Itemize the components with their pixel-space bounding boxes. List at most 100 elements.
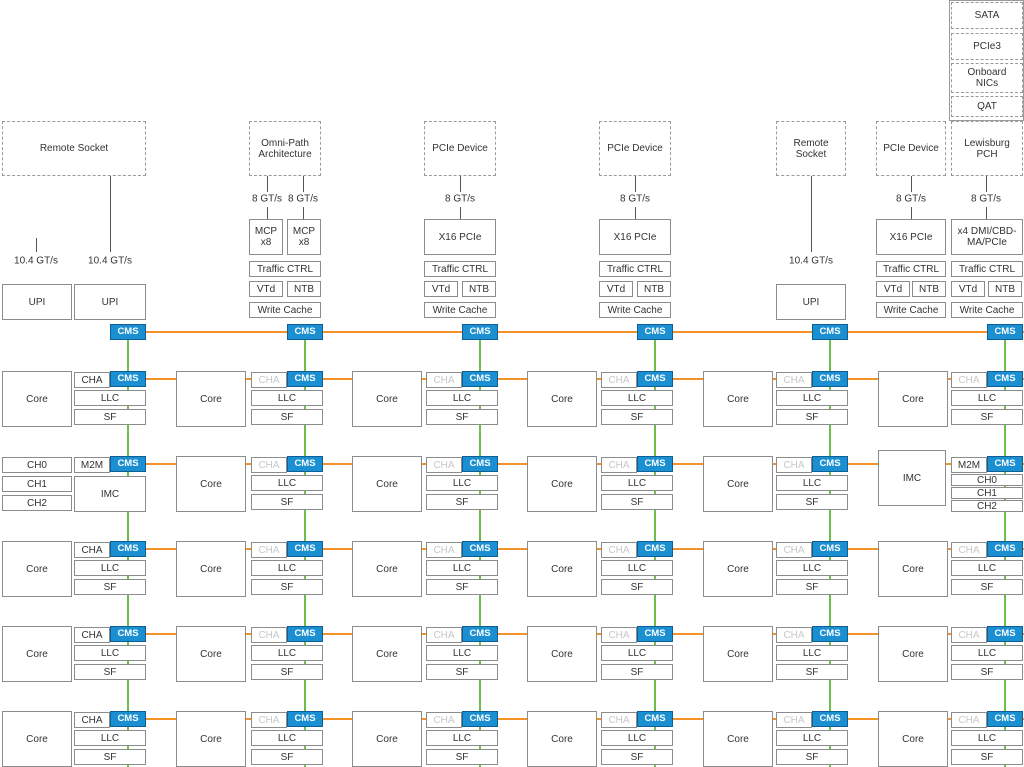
m2m-box: M2M <box>951 457 987 473</box>
core-tile: Core <box>878 711 948 767</box>
connector <box>303 207 304 219</box>
link-rate: 8 GT/s <box>251 193 283 205</box>
traffic-ctrl-box: Traffic CTRL <box>599 261 671 277</box>
mesh-link-top <box>128 331 1024 333</box>
sf-box: SF <box>601 409 673 425</box>
link-rate: 10.4 GT/s <box>789 255 833 267</box>
cms-top-2: CMS <box>287 324 323 340</box>
cms-node: CMS <box>987 541 1023 557</box>
llc-box: LLC <box>601 475 673 491</box>
core-tile: Core <box>878 371 948 427</box>
cms-node: CMS <box>110 541 146 557</box>
core-tile: Core <box>703 626 773 682</box>
llc-box: LLC <box>251 560 323 576</box>
imc-box: IMC <box>74 476 146 512</box>
core-tile: Core <box>2 371 72 427</box>
llc-box: LLC <box>601 560 673 576</box>
llc-box: LLC <box>951 390 1023 406</box>
connector <box>911 207 912 219</box>
cms-node: CMS <box>637 711 673 727</box>
lewisburg-pch-box: Lewisburg PCH <box>951 121 1023 176</box>
sf-box: SF <box>951 749 1023 765</box>
sf-box: SF <box>426 579 498 595</box>
sf-box: SF <box>426 749 498 765</box>
cms-node: CMS <box>812 541 848 557</box>
llc-box: LLC <box>426 645 498 661</box>
mcp-box-2: MCP x8 <box>287 219 321 255</box>
llc-box: LLC <box>426 475 498 491</box>
cms-node: CMS <box>987 371 1023 387</box>
cms-node: CMS <box>287 371 323 387</box>
cms-node: CMS <box>812 456 848 472</box>
core-tile: Core <box>176 541 246 597</box>
ntb-box: NTB <box>637 281 671 297</box>
llc-box: LLC <box>426 730 498 746</box>
core-tile: Core <box>176 371 246 427</box>
traffic-ctrl-box: Traffic CTRL <box>876 261 946 277</box>
channel-ch0: CH0 <box>951 474 1023 486</box>
ntb-box: NTB <box>912 281 946 297</box>
cha-box: CHA <box>601 457 637 473</box>
sf-box: SF <box>601 664 673 680</box>
sf-box: SF <box>251 579 323 595</box>
sf-box: SF <box>776 494 848 510</box>
vtd-box: VTd <box>951 281 985 297</box>
cha-box: CHA <box>74 542 110 558</box>
connector <box>303 176 304 192</box>
llc-box: LLC <box>951 645 1023 661</box>
x16-pcie-box: X16 PCIe <box>876 219 946 255</box>
llc-box: LLC <box>251 390 323 406</box>
cms-node: CMS <box>462 371 498 387</box>
vtd-box: VTd <box>599 281 633 297</box>
pch-item-box: Onboard NICs <box>951 63 1023 93</box>
link-rate: 8 GT/s <box>895 193 927 205</box>
llc-box: LLC <box>251 730 323 746</box>
sf-box: SF <box>601 749 673 765</box>
core-tile: Core <box>176 456 246 512</box>
cms-node: CMS <box>287 456 323 472</box>
vtd-box: VTd <box>876 281 910 297</box>
connector <box>635 207 636 219</box>
m2m-box: M2M <box>74 457 110 473</box>
x16-pcie-box: X16 PCIe <box>599 219 671 255</box>
cms-node: CMS <box>110 371 146 387</box>
core-tile: Core <box>878 626 948 682</box>
llc-box: LLC <box>776 475 848 491</box>
cha-box: CHA <box>251 372 287 388</box>
llc-box: LLC <box>776 560 848 576</box>
cha-box: CHA <box>74 372 110 388</box>
cms-node: CMS <box>462 626 498 642</box>
cms-node: CMS <box>287 626 323 642</box>
link-rate: 8 GT/s <box>444 193 476 205</box>
llc-box: LLC <box>951 730 1023 746</box>
llc-box: LLC <box>951 560 1023 576</box>
cha-box: CHA <box>74 627 110 643</box>
core-tile: Core <box>176 626 246 682</box>
cha-box: CHA <box>951 627 987 643</box>
connector <box>911 176 912 192</box>
cha-box: CHA <box>776 372 812 388</box>
write-cache-box: Write Cache <box>249 302 321 318</box>
sf-box: SF <box>251 494 323 510</box>
cms-node: CMS <box>110 626 146 642</box>
llc-box: LLC <box>776 390 848 406</box>
dmi-box: x4 DMI/CBD- MA/PCIe <box>951 219 1023 255</box>
cms-top-4: CMS <box>637 324 673 340</box>
core-tile: Core <box>703 711 773 767</box>
connector <box>267 207 268 219</box>
core-tile: Core <box>527 711 597 767</box>
pch-item-box: SATA <box>951 2 1023 29</box>
cha-box: CHA <box>776 627 812 643</box>
sf-box: SF <box>776 749 848 765</box>
vtd-box: VTd <box>249 281 283 297</box>
channel-ch2: CH2 <box>951 500 1023 512</box>
llc-box: LLC <box>426 560 498 576</box>
link-rate: 10.4 GT/s <box>88 255 132 267</box>
remote-socket-box: Remote Socket <box>2 121 146 176</box>
cms-node: CMS <box>987 626 1023 642</box>
sf-box: SF <box>251 749 323 765</box>
cms-top-5: CMS <box>812 324 848 340</box>
llc-box: LLC <box>426 390 498 406</box>
cha-box: CHA <box>951 542 987 558</box>
channel-ch2: CH2 <box>2 495 72 511</box>
